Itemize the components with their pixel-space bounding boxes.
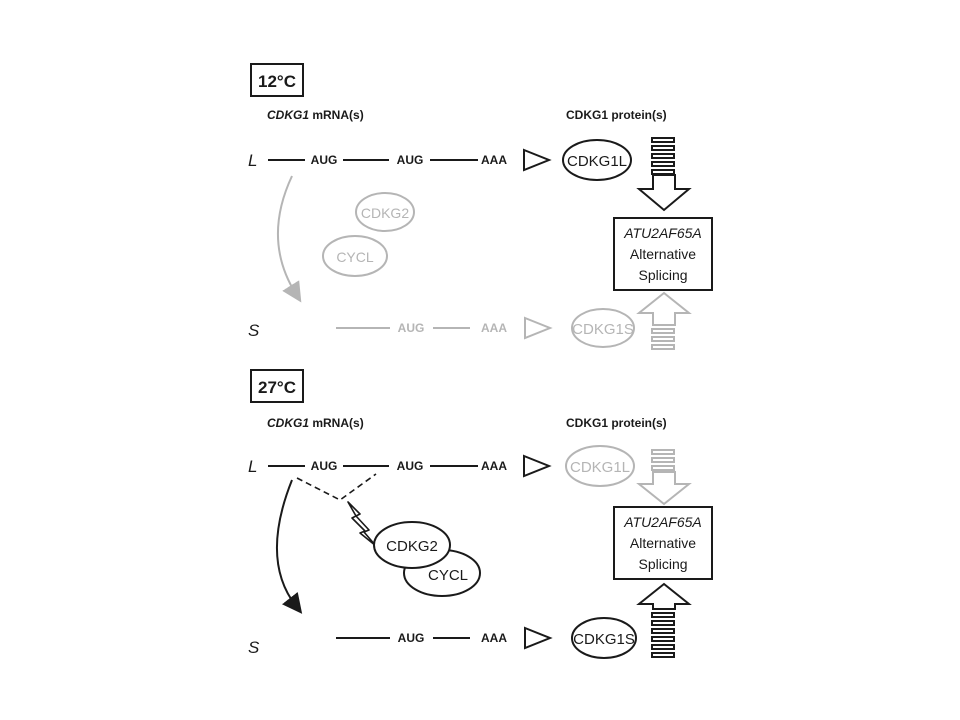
protein-ellipse-short [571,617,637,659]
protein-short-label: CDKG1S [573,631,635,648]
protein-header: CDKG1 protein(s) [566,108,667,122]
protein-ellipse-short [571,308,635,348]
cycl-ellipse [322,235,388,277]
protein-header: CDKG1 protein(s) [566,416,667,430]
codon-aaa: AAA [481,153,507,167]
long-isoform-label: L [248,457,257,476]
protein-long-label: CDKG1L [570,459,630,476]
cycl-label: CYCL [428,567,468,584]
mrna-header-gene: CDKG1 [267,108,309,122]
cdkg2-label: CDKG2 [361,205,409,221]
codon-aug-1: AUG [311,459,338,473]
translation-arrow-short [524,316,553,340]
long-isoform-label: L [248,151,257,170]
short-isoform-label: S [248,321,260,340]
cdkg2-ellipse [373,521,451,569]
codon-aug-2: AUG [397,459,424,473]
splice-junction-dashed [296,473,377,501]
temperature-box [250,63,304,97]
short-codon-aaa: AAA [481,321,507,335]
mrna-header-gene: CDKG1 [267,416,309,430]
abundance-bars-short [651,328,675,350]
panel-12c: 12°C CDKG1 mRNA(s) CDKG1 protein(s) L AU… [248,63,713,350]
short-codon-aug: AUG [398,321,425,335]
target-line2: Alternative [630,535,696,551]
abundance-bars-long [651,137,675,175]
splicing-curve-arrow [276,479,303,614]
mrna-header-suffix: mRNA(s) [309,416,364,430]
translation-arrow-short [524,626,553,650]
abundance-bars-short [651,612,675,658]
short-codon-aug: AUG [398,631,425,645]
target-line3: Splicing [638,556,687,572]
codon-aug-2: AUG [397,153,424,167]
lightning-icon [347,501,377,547]
protein-long-label: CDKG1L [567,153,627,170]
mrna-header: CDKG1 mRNA(s) [267,416,364,430]
codon-aug-1: AUG [311,153,338,167]
protein-ellipse-long [562,139,632,181]
regulation-arrow-up [636,291,692,326]
abundance-bars-long [651,449,675,471]
protein-short-label: CDKG1S [572,321,634,338]
protein-ellipse-long [565,445,635,487]
regulation-arrow-down [636,471,692,506]
panel-27c: 27°C CDKG1 mRNA(s) CDKG1 protein(s) L AU… [248,369,713,659]
target-box [613,217,713,291]
short-codon-aaa: AAA [481,631,507,645]
translation-arrow-long [523,454,552,478]
target-gene-label: ATU2AF65A [623,514,702,530]
regulation-arrow-down [636,174,692,212]
cdkg2-label: CDKG2 [386,538,438,555]
cycl-label: CYCL [336,249,374,265]
codon-aaa: AAA [481,459,507,473]
temperature-label: 12°C [258,72,296,91]
temperature-label: 27°C [258,378,296,397]
target-line3: Splicing [638,267,687,283]
translation-arrow-long [523,148,552,172]
mrna-header: CDKG1 mRNA(s) [267,108,364,122]
target-gene-label: ATU2AF65A [623,225,702,241]
cdkg2-ellipse [355,192,415,232]
regulation-arrow-up [636,582,692,610]
temperature-box [250,369,304,403]
short-isoform-label: S [248,638,260,657]
target-box [613,506,713,580]
target-line2: Alternative [630,246,696,262]
mrna-header-suffix: mRNA(s) [309,108,364,122]
splicing-curve-arrow [277,175,302,303]
